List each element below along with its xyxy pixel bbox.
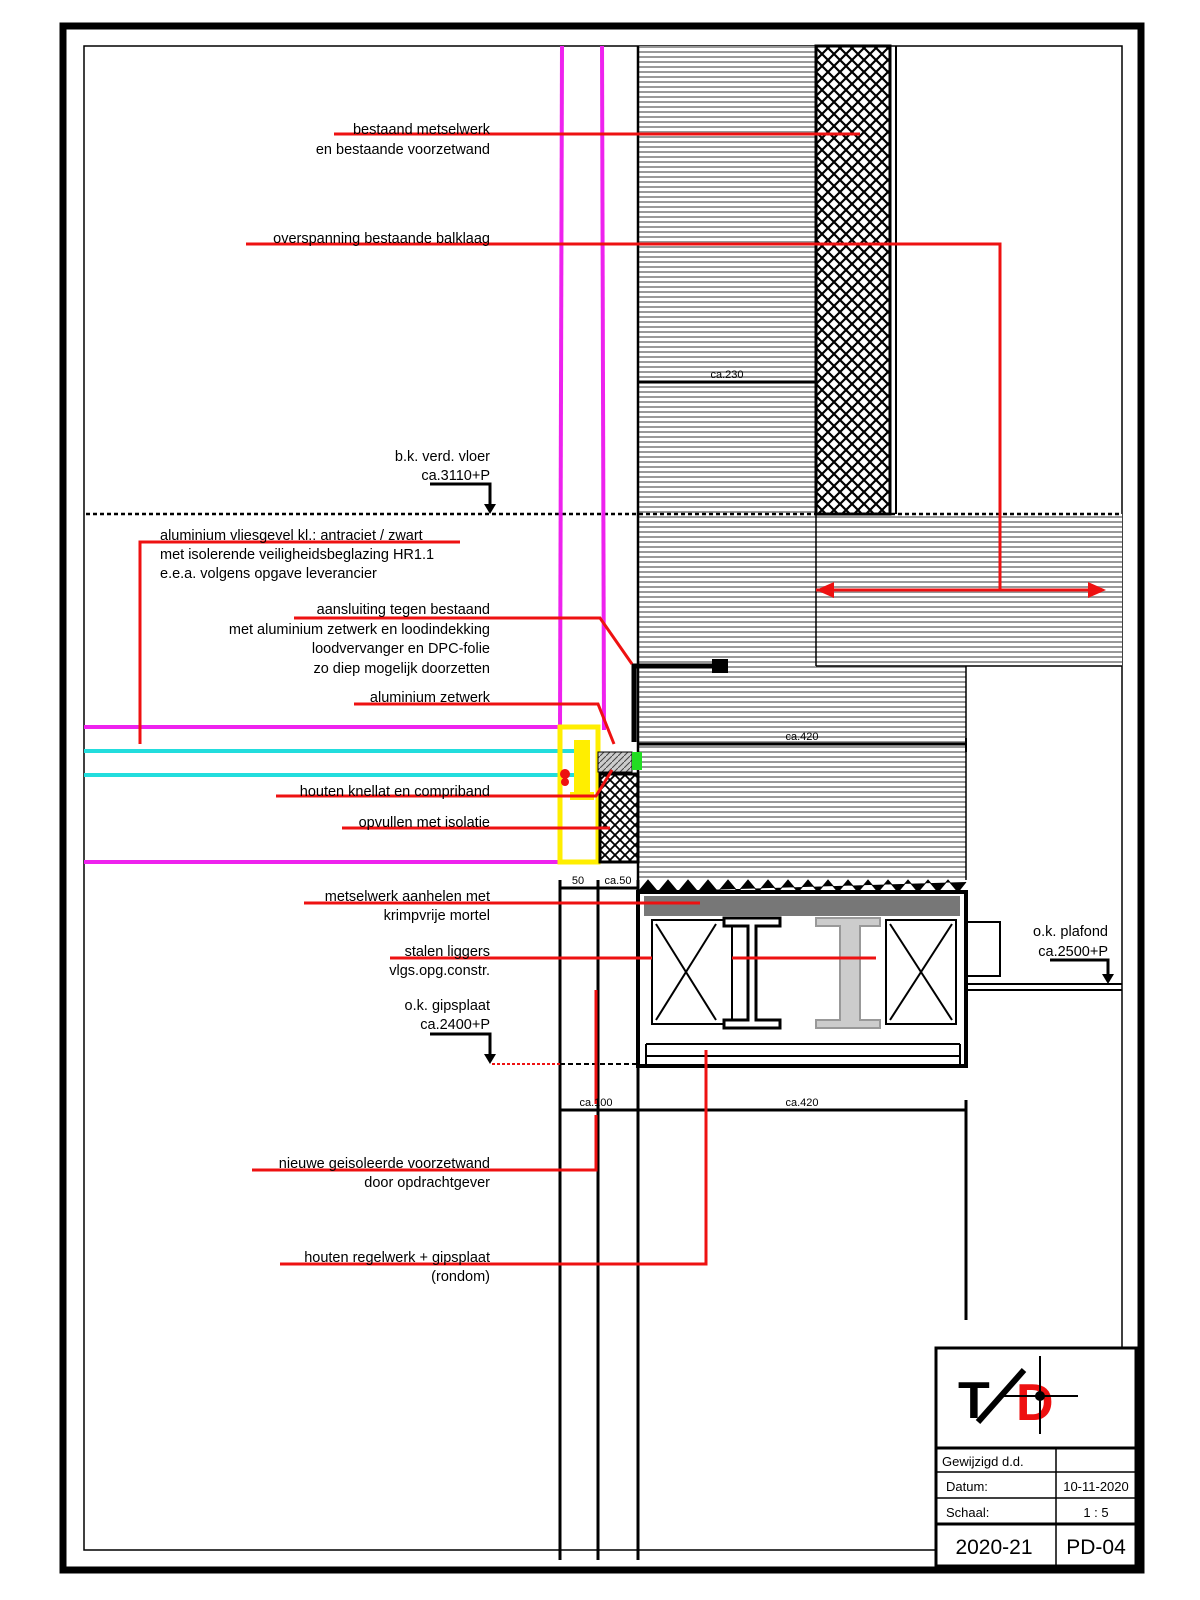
tb-datum-label: Datum: [946, 1479, 988, 1494]
dim-100: ca.100 [579, 1097, 612, 1109]
label-alu-flashing: aluminium zetwerk [370, 690, 491, 706]
curtain-wall-frame [84, 45, 606, 864]
label-ceiling-1: o.k. plafond [1033, 924, 1108, 940]
label-knellat: houten knellat en compriband [300, 784, 490, 800]
glazing [84, 749, 574, 777]
label-floor-2: ca.3110+P [421, 468, 490, 484]
label-gips-1: o.k. gipsplaat [405, 998, 490, 1014]
new-wall-lines [558, 880, 968, 1560]
label-masonry-1: bestaand metselwerk [353, 122, 491, 138]
dim-420-top: ca.420 [785, 731, 818, 743]
title-block: T D Gewijzigd d.d. Datum: 10-11-2020 Sch… [934, 1346, 1138, 1568]
tb-gewijzigd: Gewijzigd d.d. [942, 1454, 1024, 1469]
label-insulation: opvullen met isolatie [359, 815, 490, 831]
dimension-ticks [597, 738, 967, 894]
label-curtain-3: e.e.a. volgens opgave leverancier [160, 566, 377, 582]
label-curtain-2: met isolerende veiligheidsbeglazing HR1.… [160, 547, 434, 563]
logo-letter-d: D [1016, 1374, 1054, 1432]
insulation-block [598, 772, 640, 864]
tb-datum-value: 10-11-2020 [1063, 1479, 1129, 1494]
label-gips-2: ca.2400+P [420, 1017, 490, 1033]
label-mortar-1: metselwerk aanhelen met [325, 889, 490, 905]
annotations: bestaand metselwerk en bestaande voorzet… [160, 122, 1108, 1285]
lead-flashing [631, 663, 726, 742]
label-span: overspanning bestaande balklaag [273, 231, 490, 247]
label-connection-2: met aluminium zetwerk en loodindekking [229, 622, 490, 638]
dim-230: ca.230 [710, 369, 743, 381]
label-curtain-1: aluminium vliesgevel kl.: antraciet / zw… [160, 528, 423, 544]
label-connection-1: aansluiting tegen bestaand [317, 602, 490, 618]
logo-letter-t: T [958, 1372, 990, 1430]
dim-ca50: ca.50 [605, 875, 632, 887]
lead-flashing-end [712, 659, 728, 673]
tb-schaal-value: 1 : 5 [1083, 1505, 1108, 1520]
label-newwall-2: door opdrachtgever [364, 1175, 490, 1191]
leader-arrowheads [816, 582, 1106, 598]
tb-project-number: 2020-21 [955, 1536, 1032, 1559]
leader-lines [138, 132, 1100, 1266]
dim-420-bottom: ca.420 [785, 1097, 818, 1109]
level-markers [430, 482, 1110, 1058]
label-connection-3: loodvervanger en DPC-folie [312, 641, 490, 657]
label-beams-1: stalen liggers [405, 944, 490, 960]
label-connection-4: zo diep mogelijk doorzetten [313, 661, 490, 677]
label-framing-1: houten regelwerk + gipsplaat [304, 1250, 490, 1266]
label-newwall-1: nieuwe geisoleerde voorzetwand [279, 1156, 490, 1172]
ceiling-detail [966, 921, 1122, 991]
dimension-texts: ca.230 ca.420 50 ca.50 ca.100 ca.420 [572, 369, 819, 1109]
label-floor-1: b.k. verd. vloer [395, 449, 490, 465]
label-framing-2: (rondom) [431, 1269, 490, 1285]
level-arrowheads [484, 504, 1114, 1064]
existing-masonry [636, 44, 1122, 1560]
tb-schaal-label: Schaal: [946, 1505, 989, 1520]
label-beams-2: vlgs.opg.constr. [389, 963, 490, 979]
company-logo: T D [958, 1356, 1078, 1434]
dim-50: 50 [572, 875, 584, 887]
outer-border [59, 22, 1145, 1574]
label-ceiling-2: ca.2500+P [1038, 944, 1108, 960]
label-mortar-2: krimpvrije mortel [384, 908, 490, 924]
steel-beams [636, 879, 968, 1068]
tb-drawing-number: PD-04 [1066, 1536, 1126, 1559]
dimension-lines [560, 380, 966, 1112]
label-masonry-2: en bestaande voorzetwand [316, 142, 490, 158]
